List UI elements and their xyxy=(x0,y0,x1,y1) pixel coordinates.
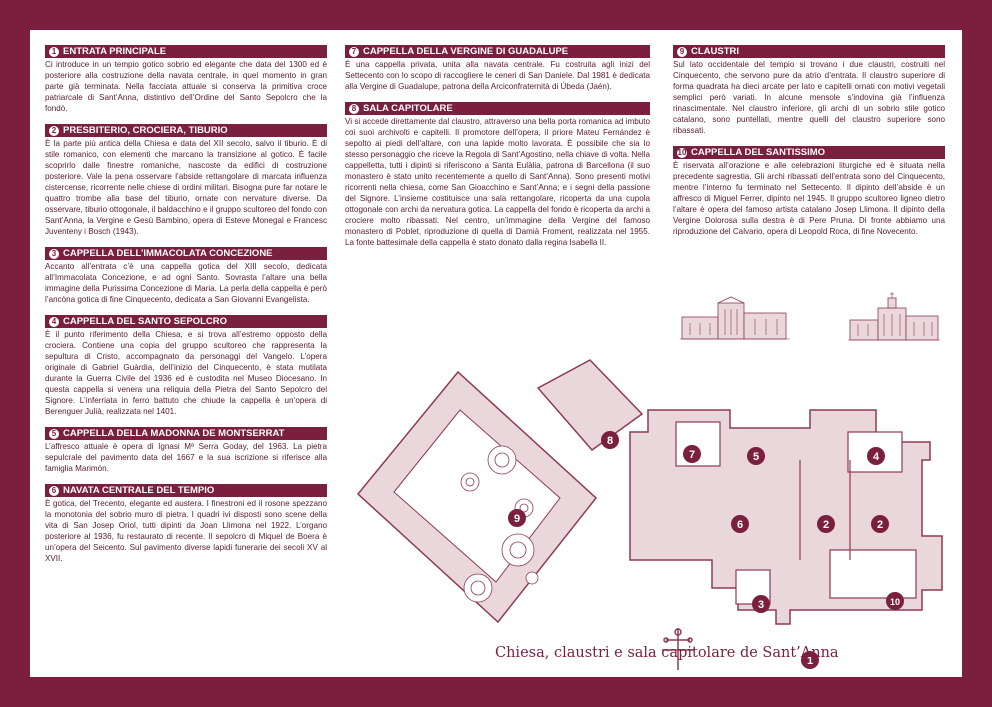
brochure-sheet: 1 ENTRATA PRINCIPALE Ci introduce in un t… xyxy=(30,30,962,677)
section-heading: 2 PRESBITERIO, CROCIERA, TIBURIO xyxy=(45,124,327,137)
section-number: 8 xyxy=(349,104,359,114)
section-number: 2 xyxy=(49,126,59,136)
plan-marker-6: 6 xyxy=(731,515,749,533)
svg-text:4: 4 xyxy=(873,451,880,463)
section-heading: 4 CAPPELLA DEL SANTO SEPOLCRO xyxy=(45,315,327,328)
plan-caption: Chiesa, claustri e sala capitolare de Sa… xyxy=(495,645,839,661)
svg-text:3: 3 xyxy=(758,599,764,611)
patriarchal-cross-icon xyxy=(662,628,694,670)
plan-marker-4: 4 xyxy=(867,447,885,465)
section-text: Ci introduce in un tempio gotico sobrio … xyxy=(45,60,327,113)
plan-chapter-house xyxy=(536,359,644,452)
section-title: SALA CAPITOLARE xyxy=(363,103,453,114)
section-9: 9 CLAUSTRI Sul lato occidentale del tempi… xyxy=(673,45,945,136)
section-text: L’affresco attuale è opera di Ignasi Mª … xyxy=(45,442,327,473)
section-title: CLAUSTRI xyxy=(691,46,740,57)
section-title: CAPPELLA DEL SANTO SEPOLCRO xyxy=(63,316,227,327)
church-elevation-drawing-left xyxy=(680,296,790,340)
section-number: 5 xyxy=(49,429,59,439)
section-10: 10 CAPPELLA DEL SANTISSIMO È riservata al… xyxy=(673,146,945,237)
floor-plan: 1 2 2 3 4 5 6 7 8 9 10 xyxy=(356,359,943,670)
section-text: È riservata all’orazione e alle celebraz… xyxy=(673,161,945,236)
plan-marker-10: 10 xyxy=(886,592,904,610)
svg-text:10: 10 xyxy=(890,597,900,607)
section-number: 4 xyxy=(49,317,59,327)
plan-marker-2b: 2 xyxy=(871,515,889,533)
section-heading: 6 NAVATA CENTRALE DEL TEMPIO xyxy=(45,484,327,497)
section-title: CAPPELLA DEL SANTISSIMO xyxy=(691,147,826,158)
section-heading: 9 CLAUSTRI xyxy=(673,45,945,58)
plan-marker-9: 9 xyxy=(508,509,526,527)
plan-marker-5: 5 xyxy=(747,447,765,465)
section-text: Sul lato occidentale del tempio si trova… xyxy=(673,60,945,135)
section-text: È la parte più antica della Chiesa e dat… xyxy=(45,139,327,236)
section-7: 7 CAPPELLA DELLA VERGINE DI GUADALUPE È u… xyxy=(345,45,650,92)
section-2: 2 PRESBITERIO, CROCIERA, TIBURIO È la par… xyxy=(45,124,327,237)
svg-text:2: 2 xyxy=(823,519,829,531)
section-number: 1 xyxy=(49,47,59,57)
church-elevation-drawing-right xyxy=(848,292,940,341)
section-title: NAVATA CENTRALE DEL TEMPIO xyxy=(63,485,215,496)
section-title: ENTRATA PRINCIPALE xyxy=(63,46,167,57)
plan-marker-7: 7 xyxy=(683,445,701,463)
section-6: 6 NAVATA CENTRALE DEL TEMPIO È gotica, de… xyxy=(45,484,327,564)
column-left: 1 ENTRATA PRINCIPALE Ci introduce in un t… xyxy=(45,45,327,574)
plan-marker-3: 3 xyxy=(752,595,770,613)
section-text: È gotica, del Trecento, elegante ed aust… xyxy=(45,499,327,563)
section-heading: 7 CAPPELLA DELLA VERGINE DI GUADALUPE xyxy=(345,45,650,58)
section-title: CAPPELLA DELLA MADONNA DE MONTSERRAT xyxy=(63,428,285,439)
section-5: 5 CAPPELLA DELLA MADONNA DE MONTSERRAT L’… xyxy=(45,427,327,474)
section-text: È il punto riferimento della Chiesa, e s… xyxy=(45,330,327,416)
plan-marker-1: 1 xyxy=(801,651,819,669)
svg-text:7: 7 xyxy=(689,449,695,461)
section-heading: 5 CAPPELLA DELLA MADONNA DE MONTSERRAT xyxy=(45,427,327,440)
section-number: 9 xyxy=(677,47,687,57)
cloister-trees xyxy=(460,445,539,603)
column-right: 9 CLAUSTRI Sul lato occidentale del tempi… xyxy=(673,45,945,247)
section-number: 6 xyxy=(49,486,59,496)
section-heading: 3 CAPPELLA DELL’IMMACOLATA CONCEZIONE xyxy=(45,247,327,260)
svg-text:5: 5 xyxy=(753,451,759,463)
section-heading: 10 CAPPELLA DEL SANTISSIMO xyxy=(673,146,945,159)
column-middle: 7 CAPPELLA DELLA VERGINE DI GUADALUPE È u… xyxy=(345,45,650,258)
svg-text:6: 6 xyxy=(737,519,743,531)
section-1: 1 ENTRATA PRINCIPALE Ci introduce in un t… xyxy=(45,45,327,114)
section-text: Accanto all’entrata c’è una cappella got… xyxy=(45,262,327,304)
svg-text:1: 1 xyxy=(807,655,813,667)
svg-text:8: 8 xyxy=(607,435,613,447)
plan-marker-8: 8 xyxy=(601,431,619,449)
section-4: 4 CAPPELLA DEL SANTO SEPOLCRO È il punto … xyxy=(45,315,327,417)
section-8: 8 SALA CAPITOLARE Vi si accede direttamen… xyxy=(345,102,650,248)
section-heading: 1 ENTRATA PRINCIPALE xyxy=(45,45,327,58)
svg-text:9: 9 xyxy=(514,513,520,525)
section-text: È una cappella privata, unita alla navat… xyxy=(345,60,650,91)
section-heading: 8 SALA CAPITOLARE xyxy=(345,102,650,115)
section-title: CAPPELLA DELL’IMMACOLATA CONCEZIONE xyxy=(63,248,273,259)
section-title: PRESBITERIO, CROCIERA, TIBURIO xyxy=(63,125,228,136)
plan-marker-2a: 2 xyxy=(817,515,835,533)
section-number: 3 xyxy=(49,249,59,259)
section-number: 7 xyxy=(349,47,359,57)
section-title: CAPPELLA DELLA VERGINE DI GUADALUPE xyxy=(363,46,569,57)
section-text: Vi si accede direttamente dal claustro, … xyxy=(345,117,650,247)
svg-text:2: 2 xyxy=(877,519,883,531)
section-number: 10 xyxy=(677,148,687,158)
section-3: 3 CAPPELLA DELL’IMMACOLATA CONCEZIONE Acc… xyxy=(45,247,327,305)
